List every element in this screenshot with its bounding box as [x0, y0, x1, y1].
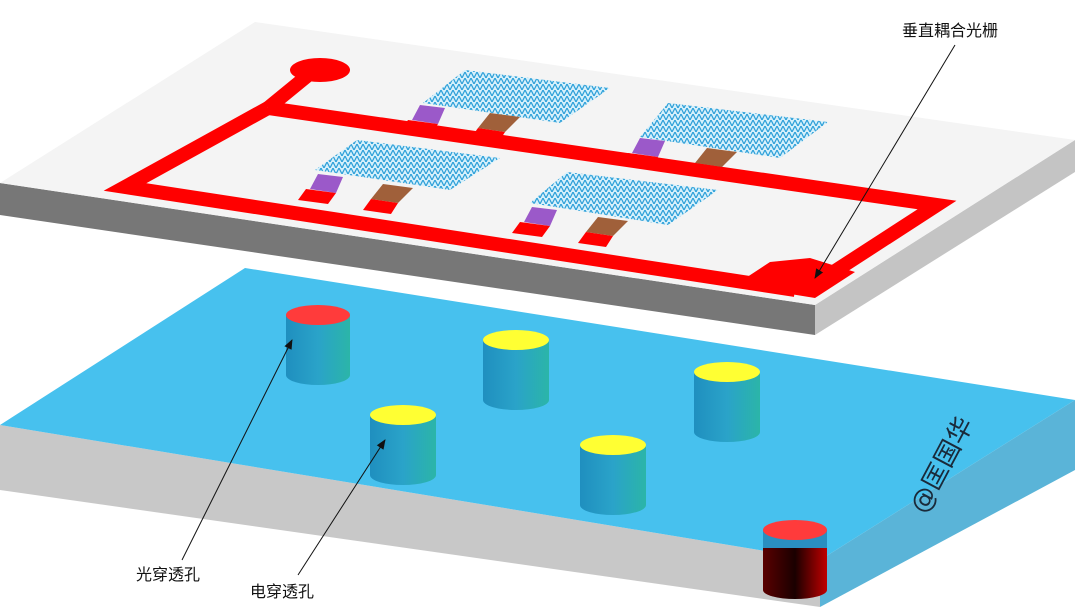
electrical-via-1: [483, 330, 549, 410]
grating-2: [620, 103, 828, 178]
grating-label: 垂直耦合光栅: [902, 21, 998, 40]
output-grating-pad: [735, 258, 855, 298]
input-pad: [290, 58, 350, 82]
grating-4: [512, 172, 718, 247]
electrical-via-4: [580, 435, 646, 515]
grating-callout-line: [814, 44, 956, 279]
optical-via-callout-line: [181, 339, 293, 561]
bottom-substrate: [0, 268, 1075, 607]
grating-1: [400, 70, 610, 143]
electrical-via-3: [370, 405, 436, 485]
electrical-via-callout-line: [297, 439, 386, 576]
optical-via-2: [763, 520, 827, 599]
top-chip: [0, 22, 1075, 335]
optical-via-label: 光穿透孔: [136, 565, 200, 584]
optical-via-1: [286, 305, 350, 385]
electrical-via-label: 电穿透孔: [250, 582, 314, 601]
electrical-via-2: [694, 362, 760, 442]
grating-3: [298, 140, 500, 214]
